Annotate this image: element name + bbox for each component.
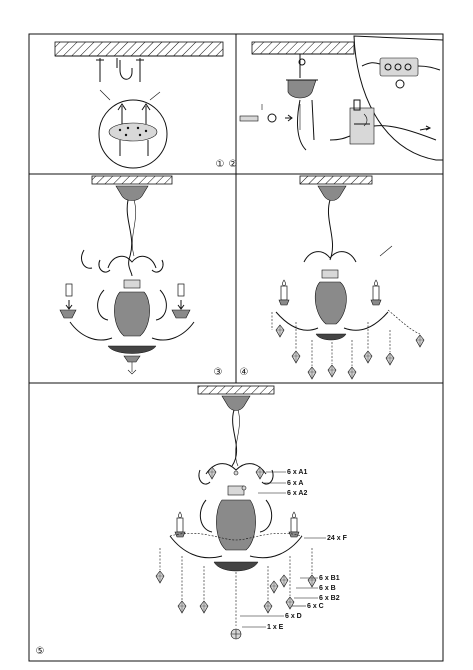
part-label-d: 6 x D (285, 613, 302, 620)
step-number: ④ (240, 367, 249, 378)
step-1-panel: ① (54, 41, 225, 170)
step-2-panel: ② (229, 35, 444, 170)
parts-callouts: 6 x A1 6 x A 6 x A2 24 x F 6 x B1 6 x B … (240, 469, 348, 631)
part-label-c: 6 x C (307, 603, 324, 610)
screw-and-nut-icon (239, 104, 293, 123)
ceiling-hook-icon (119, 60, 133, 80)
part-label-b2: 6 x B2 (319, 595, 340, 602)
candle-holder-icon (59, 283, 191, 319)
part-label-a: 6 x A (287, 480, 303, 487)
ceiling-screw-icon (96, 58, 144, 82)
step-5-panel: 6 x A1 6 x A 6 x A2 24 x F 6 x B1 6 x B … (36, 385, 348, 657)
part-label-e: 1 x E (267, 624, 284, 631)
step-number: ② (229, 159, 238, 170)
step-4-panel: ④ (240, 175, 425, 380)
part-label-b1: 6 x B1 (319, 575, 340, 582)
part-label-a1: 6 x A1 (287, 469, 307, 476)
chandelier-with-candles-icon (275, 185, 393, 341)
full-chandelier-icon (169, 395, 303, 572)
step-number: ⑤ (36, 646, 45, 657)
step-number: ① (216, 159, 225, 170)
step-number: ③ (214, 367, 223, 378)
ceiling-canopy-icon (286, 54, 318, 151)
step-3-panel: ③ (59, 175, 223, 378)
mounting-plate-icon (98, 89, 168, 169)
part-label-a2: 6 x A2 (287, 490, 307, 497)
part-label-f: 24 x F (327, 535, 348, 542)
chandelier-body-icon (69, 185, 195, 375)
crystal-chains-icon (271, 309, 425, 380)
crystal-chains-icon (155, 466, 317, 640)
part-label-b: 6 x B (319, 585, 336, 592)
terminal-block-detail-icon (329, 35, 444, 161)
panel-grid (28, 33, 444, 662)
